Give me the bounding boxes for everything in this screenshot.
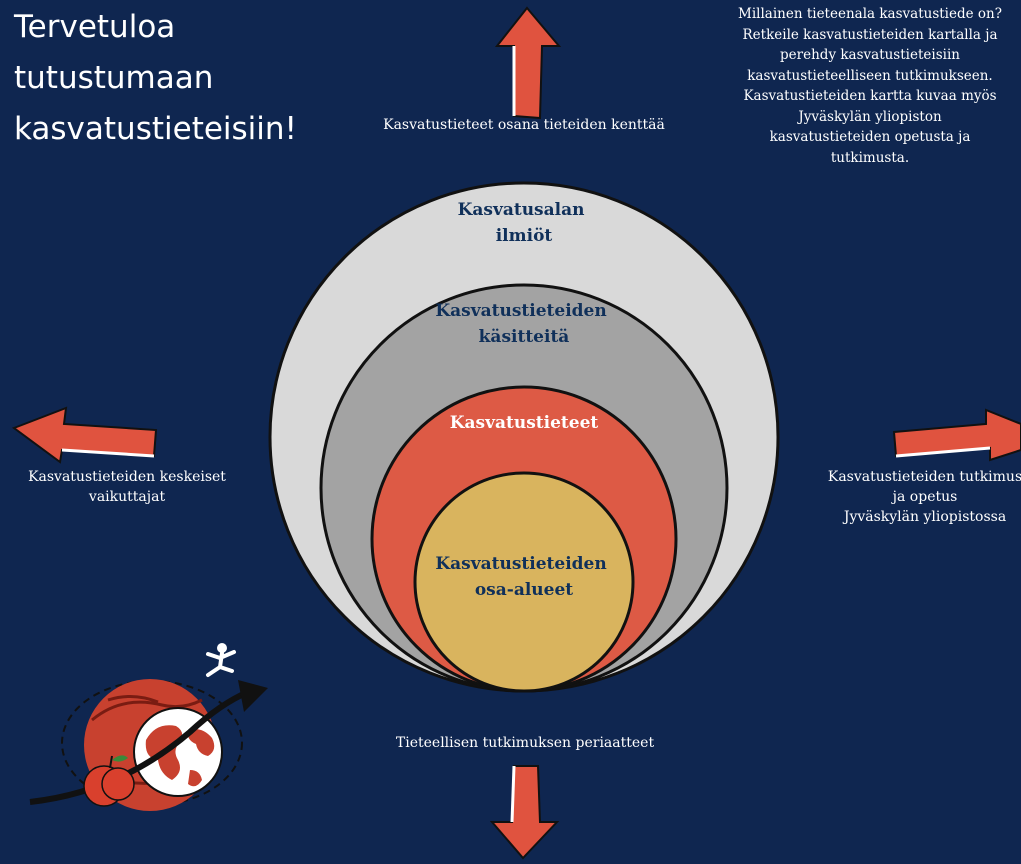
apple-icon	[83, 755, 135, 807]
title-line: Tervetuloa	[14, 9, 176, 45]
intro-line: perehdy kasvatustieteisiin	[780, 47, 960, 63]
intro-line: Kasvatustieteiden kartta kuvaa myös	[743, 88, 997, 104]
arrow-right-icon[interactable]	[892, 408, 1021, 462]
ring-inner-label: Kasvatustieteiden osa-alueet	[435, 554, 612, 600]
nav-label-right[interactable]: Kasvatustieteiden tutkimus ja opetus Jyv…	[827, 469, 1021, 525]
intro-line: Millainen tieteenala kasvatustiede on?	[738, 6, 1002, 22]
ring-inner[interactable]	[413, 471, 635, 693]
ring-third-label: Kasvatustieteet	[450, 413, 599, 433]
nav-label-bottom[interactable]: Tieteellisen tutkimuksen periaatteet	[395, 735, 655, 751]
intro-line: Retkeile kasvatustieteiden kartalla ja	[742, 26, 998, 43]
intro-line: kasvatustieteiden opetusta ja	[769, 129, 971, 145]
jumping-figure-icon	[206, 643, 236, 677]
title-line: kasvatustieteisiin!	[14, 111, 297, 147]
nav-label-top[interactable]: Kasvatustieteet osana tieteiden kenttää	[383, 117, 665, 133]
page-title: Tervetuloa tutustumaan kasvatustieteisii…	[14, 2, 297, 155]
arrow-down-icon[interactable]	[489, 765, 560, 860]
intro-text: Millainen tieteenala kasvatustiede on? R…	[700, 4, 1021, 168]
intro-line: tutkimusta.	[830, 149, 910, 166]
ring-outer-label: Kasvatusalan ilmiöt	[458, 200, 591, 246]
ring-second-label: Kasvatustieteiden käsitteitä	[435, 301, 612, 347]
arrow-up-icon[interactable]	[494, 6, 562, 120]
intro-line: Jyväskylän yliopiston	[798, 108, 942, 125]
globe-apple-illustration	[29, 643, 268, 811]
intro-line: kasvatustieteelliseen tutkimukseen.	[747, 67, 993, 84]
arrow-left-icon[interactable]	[11, 406, 158, 464]
nav-label-left[interactable]: Kasvatustieteiden keskeiset vaikuttajat	[28, 469, 226, 505]
title-line: tutustumaan	[14, 60, 214, 96]
